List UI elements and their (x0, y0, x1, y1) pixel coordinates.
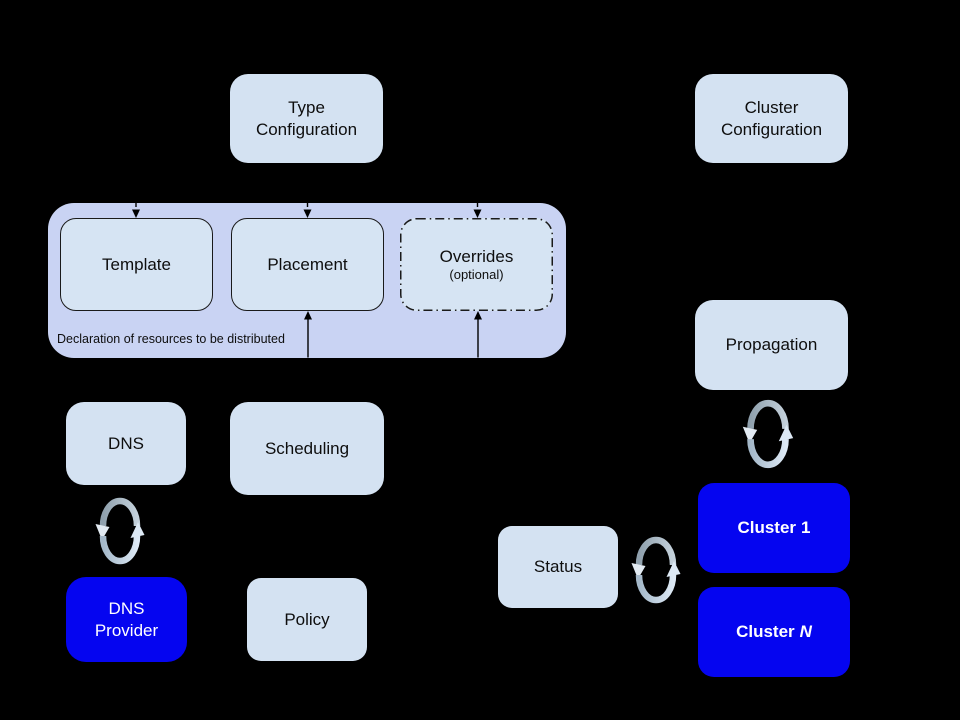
node-label: Template (102, 254, 171, 274)
node-type-configuration: Type Configuration (230, 74, 383, 163)
node-label: Provider (94, 620, 159, 640)
node-sublabel: (optional) (449, 266, 504, 282)
node-dns: DNS (66, 402, 186, 485)
sync-icon-dns (94, 495, 146, 567)
node-status: Status (498, 526, 618, 608)
node-policy: Policy (247, 578, 367, 661)
sync-icon-propagation (741, 397, 795, 471)
node-placement: Placement (231, 218, 384, 311)
node-overrides: Overrides (optional) (400, 218, 553, 311)
group-caption: Declaration of resources to be distribut… (57, 332, 285, 346)
node-propagation: Propagation (695, 300, 848, 390)
node-label: Placement (267, 254, 348, 274)
node-cluster-configuration: Cluster Configuration (695, 74, 848, 163)
node-scheduling: Scheduling (230, 402, 384, 495)
node-label: Configuration (720, 119, 823, 139)
node-label: Configuration (255, 119, 358, 139)
node-label: DNS (108, 599, 145, 619)
node-label: Propagation (725, 335, 818, 355)
node-template: Template (60, 218, 213, 311)
node-label: Type (288, 98, 325, 118)
node-label: Status (533, 557, 583, 577)
node-dns-provider: DNS Provider (66, 577, 187, 662)
sync-icon-status (630, 534, 682, 606)
node-label: Overrides (439, 247, 514, 267)
node-label: Scheduling (264, 438, 350, 458)
node-label: Cluster (744, 98, 799, 118)
node-label: Policy (284, 609, 330, 629)
node-label: DNS (108, 433, 144, 453)
